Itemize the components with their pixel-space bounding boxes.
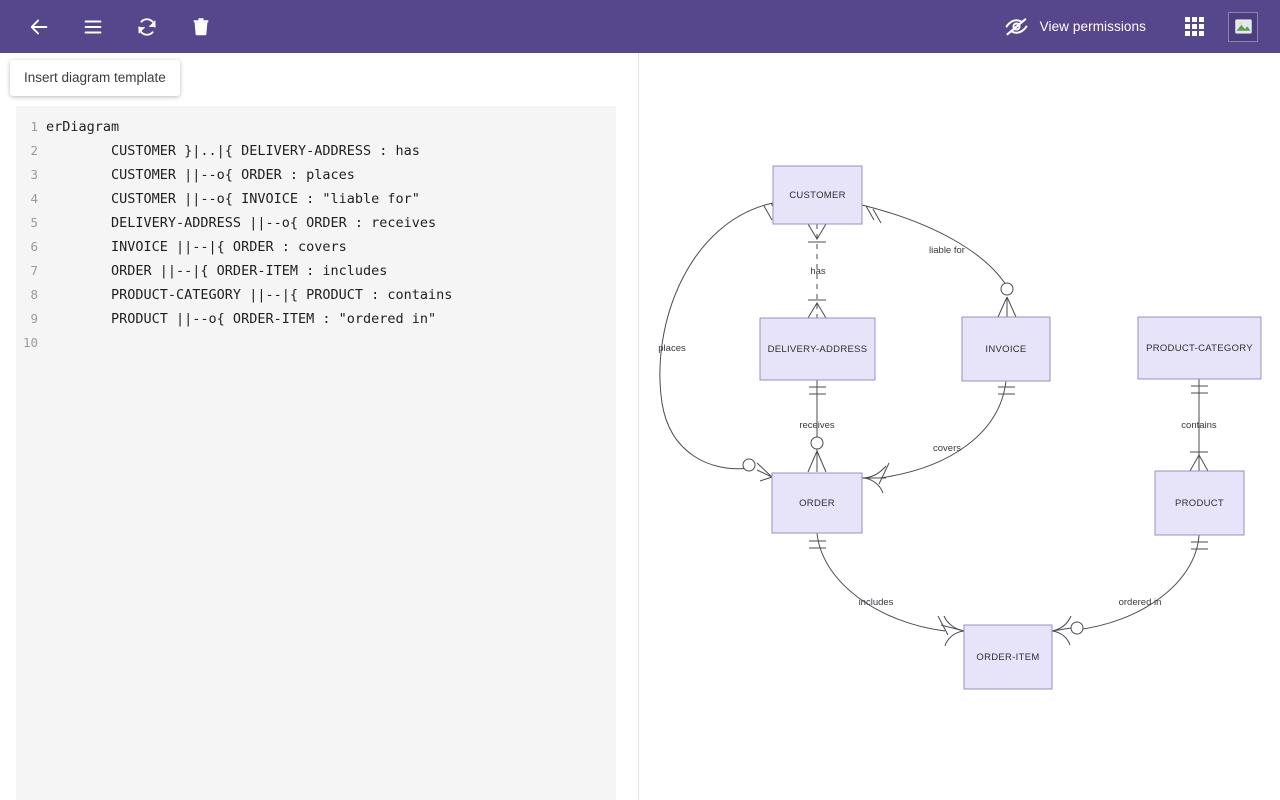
- code-line: 9 PRODUCT ||--o{ ORDER-ITEM : "ordered i…: [16, 307, 616, 331]
- marker-invoice-covers: [998, 386, 1015, 395]
- line-text: PRODUCT ||--o{ ORDER-ITEM : "ordered in": [46, 311, 437, 327]
- link-product-orderitem: [1074, 534, 1200, 631]
- code-line: 8 PRODUCT-CATEGORY ||--|{ PRODUCT : cont…: [16, 283, 616, 307]
- link-invoice-order: [879, 380, 1007, 479]
- relationship-label-places: places: [658, 343, 686, 354]
- refresh-icon: [138, 17, 156, 36]
- marker-order-includes: [809, 540, 826, 549]
- entity-delivery-address[interactable]: DELIVERY-ADDRESS: [759, 317, 876, 381]
- code-line: 7 ORDER ||--|{ ORDER-ITEM : includes: [16, 259, 616, 283]
- code-editor[interactable]: 1 erDiagram 2 CUSTOMER }|..|{ DELIVERY-A…: [16, 106, 616, 800]
- entity-label: PRODUCT: [1175, 498, 1224, 509]
- relationship-label-includes: includes: [859, 597, 894, 608]
- line-number: 2: [30, 143, 38, 158]
- line-number: 8: [30, 287, 38, 302]
- menu-button[interactable]: [76, 10, 110, 44]
- entity-label: CUSTOMER: [789, 190, 846, 201]
- insert-diagram-template-button[interactable]: Insert diagram template: [10, 60, 180, 96]
- code-line: 10: [16, 331, 616, 355]
- entity-order[interactable]: ORDER: [771, 472, 863, 534]
- view-permissions-button[interactable]: View permissions: [1004, 14, 1146, 39]
- marker-orderitem-includes: [937, 615, 965, 647]
- entity-label: PRODUCT-CATEGORY: [1146, 343, 1253, 354]
- code-line: 3 CUSTOMER ||--o{ ORDER : places: [16, 163, 616, 187]
- line-number: 1: [30, 119, 38, 134]
- line-text: CUSTOMER }|..|{ DELIVERY-ADDRESS : has: [46, 143, 420, 159]
- entity-order-item[interactable]: ORDER-ITEM: [963, 624, 1053, 690]
- line-number: 3: [30, 167, 38, 182]
- marker-customer-has: [807, 223, 827, 243]
- relationship-label-liable-for: liable for: [929, 245, 965, 256]
- marker-product-contains: [1189, 451, 1209, 472]
- code-line: 6 INVOICE ||--|{ ORDER : covers: [16, 235, 616, 259]
- line-number: 5: [30, 215, 38, 230]
- diagram-preview-pane: CUSTOMER DELIVERY-ADDRESS INVOICE PRODUC…: [639, 53, 1280, 800]
- eye-off-icon: [1005, 18, 1027, 36]
- menu-icon: [84, 19, 102, 34]
- marker-delivery-has: [807, 299, 827, 319]
- entity-label: ORDER-ITEM: [976, 652, 1039, 663]
- line-number: 10: [22, 335, 38, 350]
- line-text: erDiagram: [46, 119, 120, 135]
- toolbar-right-group: View permissions: [1004, 9, 1280, 45]
- marker-productcategory-contains: [1191, 385, 1208, 394]
- link-customer-order: [659, 202, 774, 470]
- delete-button[interactable]: [184, 10, 218, 44]
- toolbar-left-group: [0, 10, 218, 44]
- relationship-label-has: has: [810, 266, 826, 277]
- relationship-label-receives: receives: [799, 420, 835, 431]
- marker-product-orderedin: [1191, 541, 1208, 550]
- relationship-label-contains: contains: [1181, 420, 1217, 431]
- pane-divider[interactable]: [638, 53, 639, 800]
- code-line: 4 CUSTOMER ||--o{ INVOICE : "liable for": [16, 187, 616, 211]
- relationship-label-ordered-in: ordered in: [1119, 597, 1162, 608]
- code-line: 5 DELIVERY-ADDRESS ||--o{ ORDER : receiv…: [16, 211, 616, 235]
- code-line: 1 erDiagram: [16, 115, 616, 139]
- code-line: 2 CUSTOMER }|..|{ DELIVERY-ADDRESS : has: [16, 139, 616, 163]
- marker-delivery-receives: [809, 386, 826, 395]
- line-text: INVOICE ||--|{ ORDER : covers: [46, 239, 347, 255]
- grid-icon: [1184, 17, 1204, 36]
- marker-invoice-liablefor: [997, 282, 1017, 318]
- marker-customer-liablefor: [865, 205, 882, 224]
- entity-product-category[interactable]: PRODUCT-CATEGORY: [1137, 316, 1262, 380]
- entity-customer[interactable]: CUSTOMER: [772, 165, 863, 225]
- line-text: PRODUCT-CATEGORY ||--|{ PRODUCT : contai…: [46, 287, 453, 303]
- marker-order-covers: [861, 462, 890, 494]
- entity-invoice[interactable]: INVOICE: [961, 316, 1051, 382]
- marker-order-places: [742, 458, 773, 482]
- link-customer-invoice: [861, 204, 1007, 286]
- relationship-label-covers: covers: [933, 443, 961, 454]
- top-toolbar: View permissions: [0, 0, 1280, 53]
- trash-icon: [193, 17, 209, 35]
- link-order-orderitem: [816, 532, 946, 632]
- entity-label: DELIVERY-ADDRESS: [768, 344, 868, 355]
- view-permissions-label: View permissions: [1039, 19, 1146, 34]
- marker-order-receives: [807, 436, 827, 473]
- line-number: 4: [30, 191, 38, 206]
- entity-label: ORDER: [799, 498, 835, 509]
- main-content: Insert diagram template 1 erDiagram 2 CU…: [0, 53, 1280, 800]
- line-number: 6: [30, 239, 38, 254]
- back-button[interactable]: [22, 10, 56, 44]
- back-icon: [30, 19, 48, 34]
- er-diagram: CUSTOMER DELIVERY-ADDRESS INVOICE PRODUC…: [658, 165, 1262, 690]
- editor-pane: Insert diagram template 1 erDiagram 2 CU…: [0, 53, 616, 800]
- entity-product[interactable]: PRODUCT: [1154, 470, 1245, 536]
- line-text: ORDER ||--|{ ORDER-ITEM : includes: [46, 263, 388, 279]
- line-text: CUSTOMER ||--o{ INVOICE : "liable for": [46, 191, 420, 207]
- entity-label: INVOICE: [985, 344, 1026, 355]
- image-view-button[interactable]: [1228, 11, 1258, 42]
- line-number: 9: [30, 311, 38, 326]
- marker-orderitem-orderedin: [1051, 615, 1084, 646]
- line-number: 7: [30, 263, 38, 278]
- line-text: DELIVERY-ADDRESS ||--o{ ORDER : receives: [46, 215, 437, 231]
- line-text: CUSTOMER ||--o{ ORDER : places: [46, 167, 355, 183]
- image-icon: [1234, 19, 1252, 34]
- refresh-button[interactable]: [130, 10, 164, 44]
- apps-grid-button[interactable]: [1176, 9, 1212, 45]
